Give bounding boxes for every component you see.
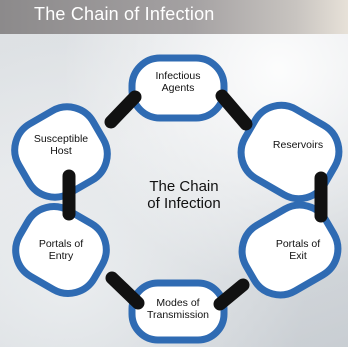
node-label-line: Portals of (38, 238, 84, 250)
node-label-line: Infectious (155, 70, 201, 82)
slide-title: The Chain of Infection (34, 4, 215, 24)
node-label-line: Transmission (146, 309, 210, 321)
node-label-line: Portals of (275, 238, 321, 250)
center-title: The Chain of Infection (134, 178, 234, 212)
node-label-portals-of-entry: Portals of Entry (26, 238, 96, 262)
node-label-line: Modes of (156, 297, 200, 309)
link-infectious-agents (128, 54, 228, 122)
node-label-portals-of-exit: Portals of Exit (262, 238, 334, 262)
connector-agents-reservoirs (215, 89, 253, 131)
node-label-line: Exit (289, 250, 307, 262)
node-label-modes-of-transmission: Modes of Transmission (138, 297, 218, 321)
node-label-line: Host (50, 145, 72, 157)
node-label-line: Reservoirs (272, 139, 324, 151)
connector-exit-transmission (213, 278, 250, 311)
connector-transmission-entry (105, 271, 145, 310)
center-title-line-2: of Infection (147, 195, 221, 212)
node-label-infectious-agents: Infectious Agents (142, 70, 214, 94)
node-label-reservoirs: Reservoirs (262, 139, 334, 151)
link-portals-of-exit (238, 201, 342, 299)
title-bar: The Chain of Infection (0, 0, 348, 34)
link-modes-of-transmission (128, 279, 228, 344)
link-susceptible-host (11, 103, 111, 201)
link-reservoirs (237, 101, 343, 203)
center-title-line-1: The Chain (149, 178, 219, 195)
node-label-line: Agents (161, 82, 195, 94)
connector-host-agents (104, 90, 142, 129)
node-label-line: Entry (48, 250, 74, 262)
node-label-susceptible-host: Susceptible Host (26, 133, 96, 157)
link-portals-of-entry (12, 203, 110, 297)
node-label-line: Susceptible (33, 133, 89, 145)
